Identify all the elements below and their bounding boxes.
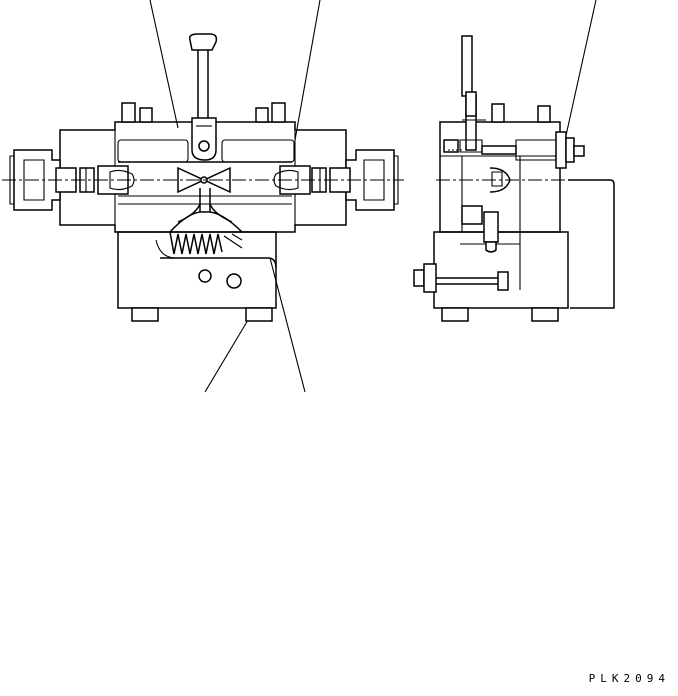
base-foot-left xyxy=(132,308,158,321)
leader-lines xyxy=(150,0,596,392)
detent-spring xyxy=(170,232,242,254)
port-hole-right xyxy=(227,274,241,288)
mounting-bracket xyxy=(568,180,614,308)
base-foot-right xyxy=(246,308,272,321)
pivot-pin xyxy=(199,141,209,151)
spool-linkage xyxy=(170,168,242,232)
side-bolt xyxy=(414,264,508,292)
bolt-head xyxy=(140,108,152,122)
side-lever xyxy=(462,36,486,150)
bolt-head xyxy=(122,103,135,122)
leader-line-bottom-left xyxy=(205,320,248,392)
lever-knob xyxy=(190,34,217,50)
side-body xyxy=(440,104,560,232)
bolt-head xyxy=(256,108,268,122)
lever-fulcrum xyxy=(192,118,216,160)
leader-line-top-right xyxy=(565,0,596,140)
side-internals xyxy=(444,132,584,252)
top-bolts xyxy=(122,103,285,122)
front-view xyxy=(2,34,404,321)
port-hole-left xyxy=(199,270,211,282)
operating-lever xyxy=(190,34,217,160)
drawing-code: PLK2094 xyxy=(588,672,670,685)
leader-line-top-center xyxy=(295,0,320,140)
side-view xyxy=(414,36,614,321)
leader-line-top-left xyxy=(150,0,178,128)
bolt-head xyxy=(272,103,285,122)
